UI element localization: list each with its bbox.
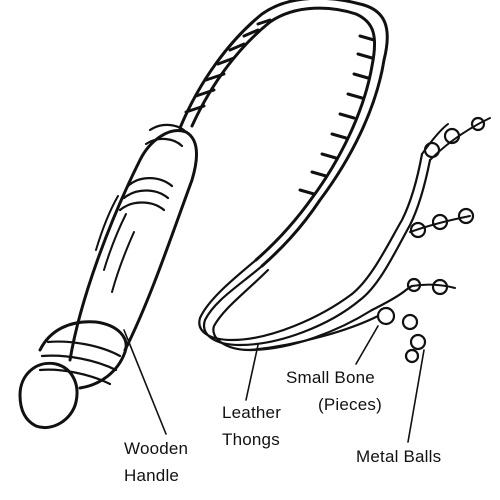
wooden-label-line1: Wooden [124, 439, 189, 458]
small-bone-label-line2: (Pieces) [318, 395, 382, 414]
leader-lines [123, 325, 425, 443]
small-bone-label-line1: Small Bone [286, 368, 375, 387]
metal-ball-cluster [376, 116, 486, 364]
leather-label-line2: Thongs [222, 430, 280, 449]
wooden-handle-drawing [18, 123, 198, 429]
metal-balls-label: Metal Balls [356, 447, 442, 466]
leather-thongs-pointer [245, 344, 259, 401]
small-bone-pointer [355, 325, 379, 365]
leather-label-line1: Leather [222, 403, 282, 422]
wooden-label-line2: Handle [124, 466, 180, 485]
braided-loop [178, 0, 389, 268]
wooden-handle-pointer [123, 329, 167, 435]
leather-thongs-drawing [198, 152, 432, 352]
metal-balls-pointer [407, 349, 425, 443]
